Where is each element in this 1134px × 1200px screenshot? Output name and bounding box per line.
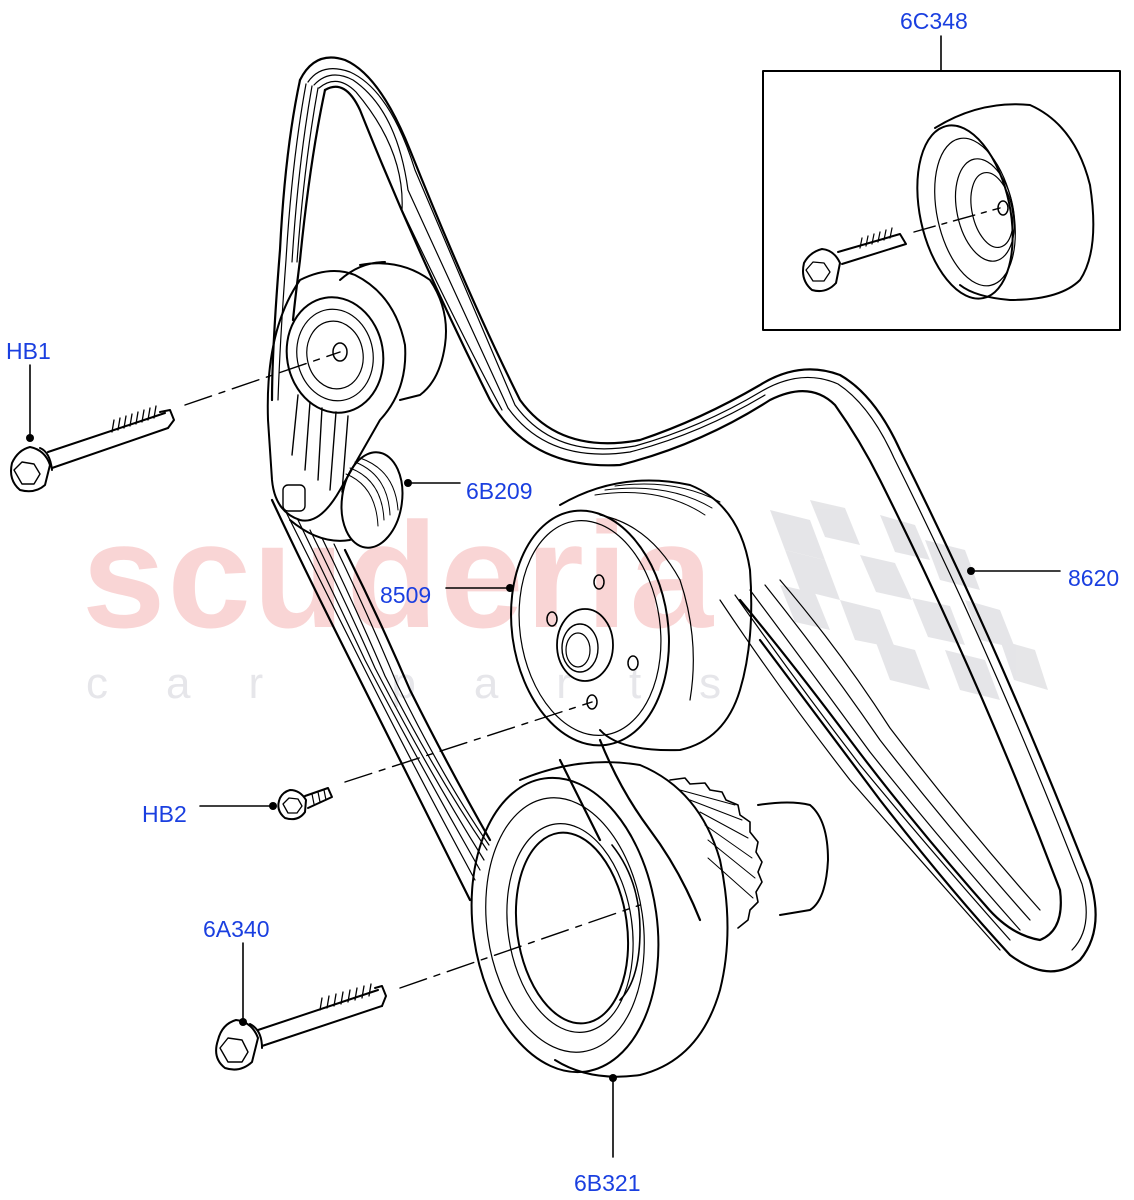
bolt-6a340[interactable] <box>216 984 386 1070</box>
callout-hb2[interactable]: HB2 <box>142 801 187 827</box>
centerline-hb2 <box>345 702 592 782</box>
belt-tensioner[interactable] <box>268 262 446 552</box>
water-pump-pulley[interactable] <box>496 481 751 756</box>
drive-belt[interactable] <box>272 58 1096 972</box>
callout-6c348[interactable]: 6C348 <box>900 8 968 34</box>
callout-6a340[interactable]: 6A340 <box>203 916 270 942</box>
callout-8509[interactable]: 8509 <box>380 582 432 608</box>
centerline-6a340 <box>400 905 640 988</box>
crankshaft-pulley[interactable] <box>453 762 828 1084</box>
callout-8620[interactable]: 8620 <box>1068 565 1120 591</box>
inset-idler-pulley[interactable] <box>763 71 1120 330</box>
callout-hb1[interactable]: HB1 <box>6 338 51 364</box>
callout-6b209[interactable]: 6B209 <box>466 478 533 504</box>
bolt-hb1[interactable] <box>11 406 174 491</box>
leader-lines <box>30 36 1060 1157</box>
centerline-hb1 <box>185 352 340 405</box>
watermark-flag-icon <box>770 500 1048 700</box>
bolt-hb2[interactable] <box>278 788 332 819</box>
callout-6b321[interactable]: 6B321 <box>574 1170 641 1196</box>
leader-dots <box>26 434 975 1082</box>
